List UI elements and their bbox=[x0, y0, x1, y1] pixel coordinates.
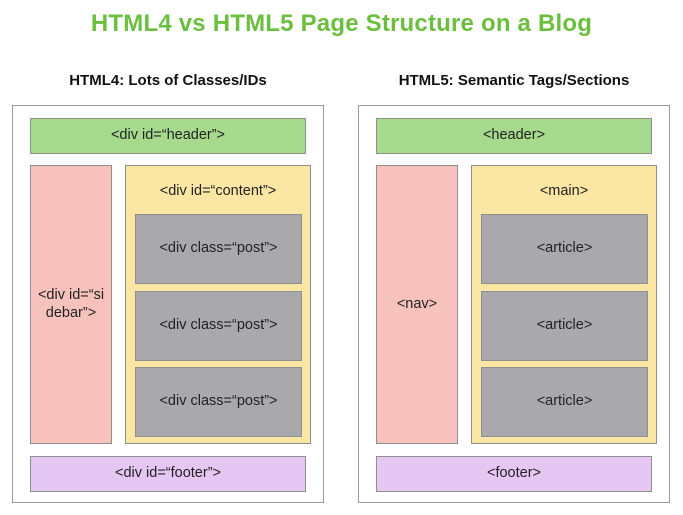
html5-header-box: <header> bbox=[376, 118, 652, 154]
html5-article-box: <article> bbox=[481, 367, 648, 437]
html5-footer-box: <footer> bbox=[376, 456, 652, 492]
html4-footer-box: <div id=“footer”> bbox=[30, 456, 306, 492]
html5-heading: HTML5: Semantic Tags/Sections bbox=[398, 72, 630, 89]
html4-heading: HTML4: Lots of Classes/IDs bbox=[69, 72, 267, 89]
diagram-title: HTML4 vs HTML5 Page Structure on a Blog bbox=[90, 10, 593, 37]
html4-sidebar-box: <div id=“sidebar”> bbox=[30, 165, 112, 444]
html5-nav-box: <nav> bbox=[376, 165, 458, 444]
html4-header-box: <div id=“header”> bbox=[30, 118, 306, 154]
html4-sidebar-label: <div id=“sidebar”> bbox=[37, 287, 105, 321]
html4-panel: <div id=“header”> <div id=“sidebar”> <di… bbox=[12, 105, 324, 503]
html4-post-box: <div class=“post”> bbox=[135, 214, 302, 284]
html4-post-box: <div class=“post”> bbox=[135, 367, 302, 437]
html5-panel: <header> <nav> <main> <article> <article… bbox=[358, 105, 670, 503]
html4-content-box: <div id=“content”> <div class=“post”> <d… bbox=[125, 165, 311, 444]
html5-article-box: <article> bbox=[481, 291, 648, 361]
html4-post-box: <div class=“post”> bbox=[135, 291, 302, 361]
html5-main-label: <main> bbox=[539, 183, 589, 199]
html4-content-label: <div id=“content”> bbox=[159, 183, 277, 199]
html5-main-box: <main> <article> <article> <article> bbox=[471, 165, 657, 444]
html5-article-box: <article> bbox=[481, 214, 648, 284]
